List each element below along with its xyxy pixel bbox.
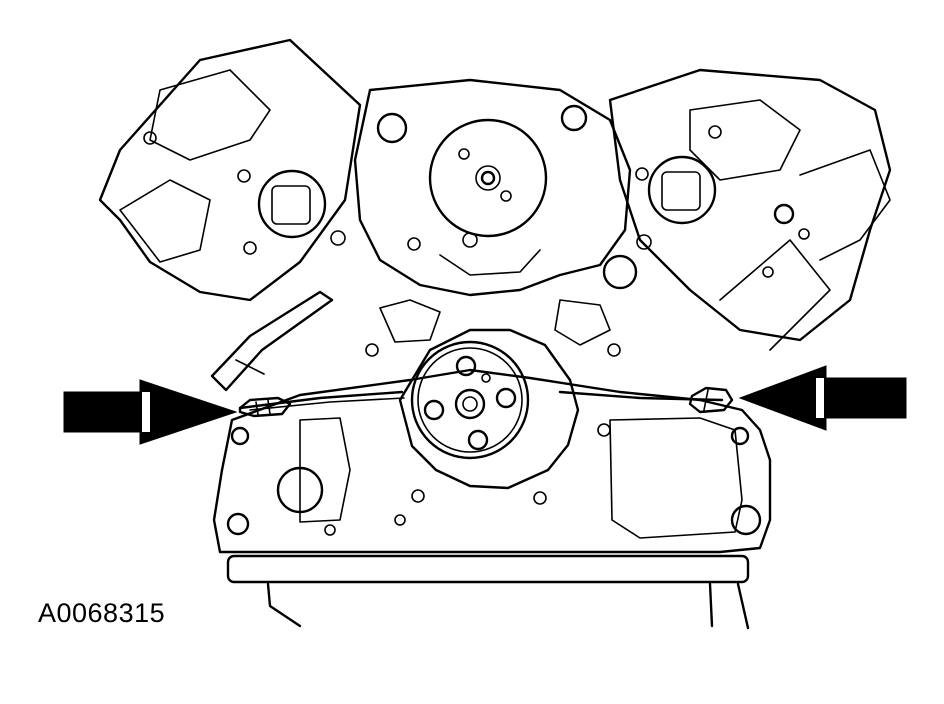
right-arrow-icon	[738, 365, 907, 431]
sealant-seam	[238, 390, 724, 411]
right-sealant-point	[688, 386, 734, 414]
crankshaft-pulley	[398, 328, 580, 490]
right-cylinder-bank	[608, 68, 892, 351]
front-cover	[212, 299, 772, 554]
oil-pan	[226, 554, 750, 630]
dipstick-tube	[210, 290, 334, 392]
left-sealant-point	[238, 396, 292, 418]
figure-id-label: A0068315	[38, 598, 166, 628]
left-cylinder-bank	[98, 38, 362, 302]
upper-cover	[353, 78, 638, 297]
left-arrow-icon	[63, 379, 238, 445]
